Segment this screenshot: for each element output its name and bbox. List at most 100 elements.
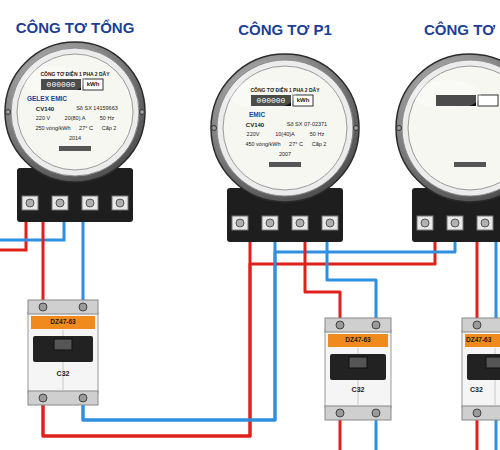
terminal-screw bbox=[292, 216, 308, 230]
supply-wire bbox=[0, 222, 26, 250]
meter-face-text: Số SX 07-02371 bbox=[287, 122, 327, 128]
meter-rim bbox=[396, 54, 500, 202]
terminal-screw bbox=[322, 216, 338, 230]
breaker-terminal bbox=[462, 406, 500, 420]
meter-face bbox=[408, 66, 500, 190]
meter-face-text: CÔNG TƠ ĐIỆN 1 PHA 2 DÂY bbox=[250, 88, 319, 93]
counter-window bbox=[41, 79, 81, 90]
label-band bbox=[465, 334, 500, 347]
breaker-terminal bbox=[28, 391, 98, 405]
output-wire bbox=[495, 420, 498, 450]
meter-face-text: 220V bbox=[247, 132, 260, 138]
screw-head bbox=[116, 199, 124, 207]
meter-face-text: 27° C bbox=[79, 126, 93, 132]
meter-cover bbox=[11, 48, 139, 176]
breaker-terminal bbox=[325, 406, 391, 420]
meter-face-text: 220 V bbox=[36, 116, 50, 122]
meter-face-text: EMIC bbox=[249, 112, 265, 119]
electric-meter: CÔNG TƠ bbox=[400, 0, 500, 242]
glass-highlight bbox=[230, 80, 297, 110]
neutral-wire bbox=[83, 242, 455, 420]
meter-face-text: kWh bbox=[87, 81, 100, 87]
screw-head bbox=[421, 219, 429, 227]
meter-face-text: 50 Hz bbox=[310, 132, 324, 138]
terminal-screw bbox=[22, 196, 38, 210]
terminal-screw bbox=[336, 321, 344, 329]
meter-cover bbox=[402, 60, 500, 196]
toggle-lever bbox=[54, 339, 72, 350]
neutral-wire bbox=[83, 242, 275, 420]
output-wire bbox=[476, 420, 479, 450]
neutral-wire bbox=[495, 242, 498, 318]
wire-pair bbox=[43, 242, 455, 436]
meter-title: CÔNG TƠ P1 bbox=[238, 22, 332, 37]
toggle-lever bbox=[486, 357, 500, 368]
meter-face-text: 450 vòng/kWh bbox=[245, 142, 280, 148]
terminal-screw bbox=[447, 216, 463, 230]
meter-face-text: 000000 bbox=[47, 81, 76, 89]
unit-box bbox=[478, 95, 498, 106]
cover-screw bbox=[6, 110, 11, 115]
terminal-screw bbox=[79, 303, 87, 311]
wire-pair bbox=[477, 242, 496, 318]
terminal-screw bbox=[473, 409, 481, 417]
screw-head bbox=[296, 219, 304, 227]
meter-face-text: 2007 bbox=[279, 152, 291, 158]
neutral-wire bbox=[327, 242, 376, 318]
live-wire bbox=[476, 242, 479, 318]
terminal-screw bbox=[473, 321, 481, 329]
breaker-model: DZ47-63 bbox=[345, 337, 370, 344]
terminal-screw bbox=[336, 409, 344, 417]
breaker-rating: C32 bbox=[352, 386, 365, 393]
meter-face-text: 50 Hz bbox=[100, 116, 114, 122]
meter-face bbox=[17, 54, 133, 170]
breaker-body bbox=[28, 312, 98, 393]
meter-face-text: 2014 bbox=[69, 136, 81, 142]
screw-head bbox=[266, 219, 274, 227]
breaker-rating: C32 bbox=[57, 370, 70, 377]
terminal-screw bbox=[79, 394, 87, 402]
meter-face-text: 27° C bbox=[289, 142, 303, 148]
breaker-drawing bbox=[462, 318, 500, 420]
meter-face-text: kWh bbox=[297, 97, 310, 103]
screw-head bbox=[481, 219, 489, 227]
rotor-slot bbox=[269, 162, 301, 167]
meter-face-text: CV140 bbox=[246, 122, 264, 128]
breaker-body bbox=[462, 330, 500, 408]
meter-face-text: 10(40)A bbox=[275, 132, 295, 138]
terminal-screw bbox=[372, 409, 380, 417]
meter-cover bbox=[217, 60, 353, 196]
glass-highlight bbox=[23, 67, 86, 95]
meter-face-text: Số SX 14159663 bbox=[76, 106, 118, 112]
label-band bbox=[31, 316, 95, 329]
terminal-screw bbox=[372, 321, 380, 329]
terminal-screw bbox=[417, 216, 433, 230]
counter-window bbox=[251, 95, 291, 106]
unit-box bbox=[83, 79, 103, 90]
wire-pair bbox=[43, 222, 83, 300]
screw-head bbox=[451, 219, 459, 227]
rotor-slot bbox=[454, 162, 486, 167]
toggle-lever bbox=[349, 357, 367, 368]
cover-screw bbox=[140, 110, 145, 115]
terminal-screw bbox=[232, 216, 248, 230]
meter-face-text: 250 vòng/kWh bbox=[35, 126, 70, 132]
cover-screw bbox=[397, 126, 402, 131]
screw-head bbox=[86, 199, 94, 207]
breaker-terminal bbox=[462, 318, 500, 332]
toggle-housing bbox=[467, 354, 500, 380]
terminal-screw bbox=[52, 196, 68, 210]
wire-pair bbox=[305, 242, 376, 318]
meter-face-text: Cấp 2 bbox=[102, 126, 117, 132]
toggle-housing bbox=[33, 336, 93, 362]
circuit-breaker: DZ47-63C32 bbox=[462, 318, 500, 420]
terminal-screw bbox=[262, 216, 278, 230]
breaker-terminal bbox=[325, 318, 391, 332]
meter-face-text: CÔNG TƠ ĐIỆN 1 PHA 2 DÂY bbox=[40, 72, 109, 77]
meter-face-text: 20(80) A bbox=[65, 116, 86, 122]
screw-head bbox=[326, 219, 334, 227]
screw-head bbox=[56, 199, 64, 207]
breaker-model: DZ47-63 bbox=[466, 337, 491, 344]
electric-meter: CÔNG TƠ TỔNGCÔNG TƠ ĐIỆN 1 PHA 2 DÂY0000… bbox=[0, 0, 150, 222]
cover-screw bbox=[212, 126, 217, 131]
